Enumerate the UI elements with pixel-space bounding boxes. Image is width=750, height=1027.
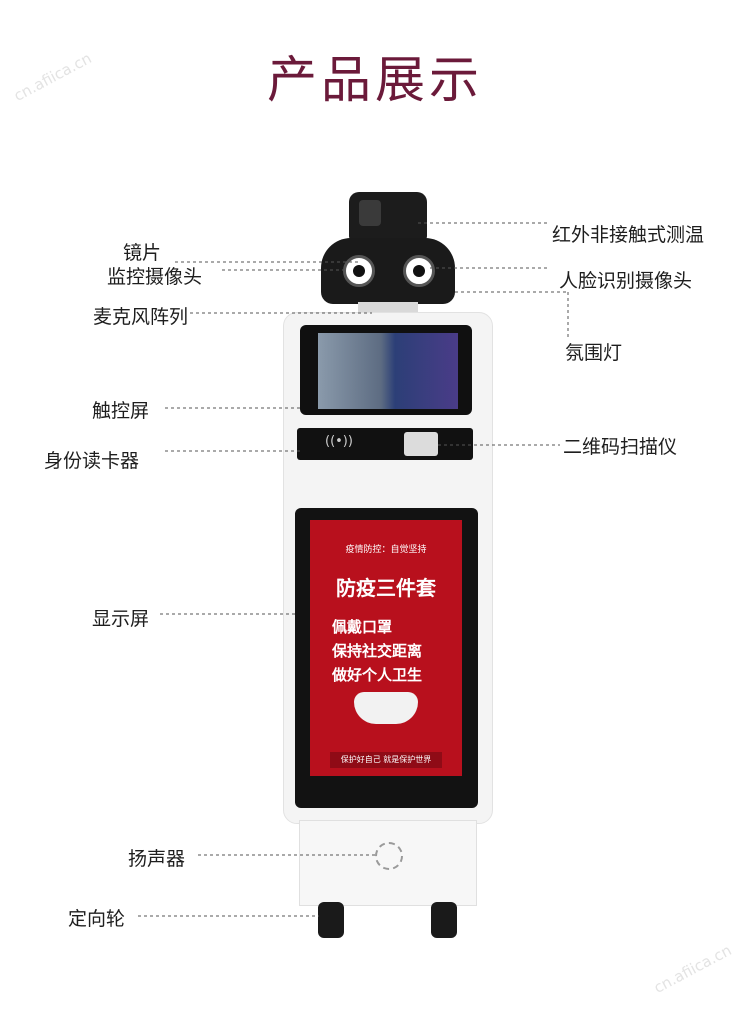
label-face-camera: 人脸识别摄像头	[559, 270, 693, 292]
display-screen: 疫情防控：自觉坚持 防疫三件套 佩戴口罩 保持社交距离 做好个人卫生 保护好自己…	[310, 520, 462, 776]
label-ambient-light: 氛围灯	[565, 342, 623, 364]
display-line1: 疫情防控：自觉坚持	[345, 545, 427, 555]
label-monitor-camera: 监控摄像头	[107, 266, 203, 288]
touch-screen	[318, 333, 458, 409]
label-qr-scanner: 二维码扫描仪	[563, 436, 678, 458]
label-infrared: 红外非接触式测温	[552, 224, 705, 246]
infrared-sensor	[359, 200, 381, 226]
label-lens: 镜片	[123, 242, 162, 264]
label-mic-array: 麦克风阵列	[93, 306, 189, 328]
label-speaker: 扬声器	[128, 848, 186, 870]
display-headline: 防疫三件套	[336, 576, 436, 600]
monitor-camera-lens	[343, 255, 375, 287]
page-title: 产品展示	[267, 51, 483, 109]
speaker-grille-icon	[375, 842, 403, 870]
wheel-left	[318, 902, 344, 938]
face-camera-lens	[403, 255, 435, 287]
card-reader-panel	[297, 428, 473, 460]
wheel-right	[431, 902, 457, 938]
display-item1: 佩戴口罩	[332, 618, 393, 636]
label-touch-screen: 触控屏	[92, 400, 150, 422]
nfc-icon: ((•))	[325, 434, 353, 449]
label-display: 显示屏	[92, 608, 150, 630]
neck	[358, 302, 418, 314]
display-item2: 保持社交距离	[332, 642, 423, 660]
display-item3: 做好个人卫生	[332, 666, 423, 684]
label-id-reader: 身份读卡器	[44, 450, 140, 472]
mask-image	[354, 692, 418, 724]
qr-scanner-window	[404, 432, 438, 456]
display-footer: 保护好自己 就是保护世界	[330, 752, 442, 768]
label-wheel: 定向轮	[68, 908, 126, 930]
